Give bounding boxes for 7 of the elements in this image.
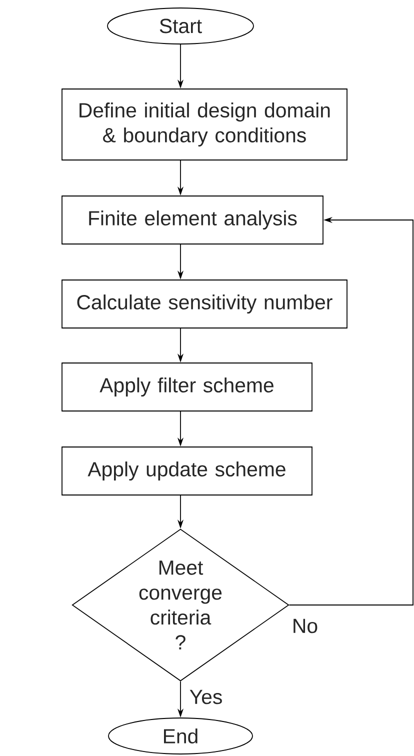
process-box: Apply update scheme <box>62 446 312 496</box>
process-box: Calculate sensitivity number <box>62 280 348 328</box>
edge-label: No <box>290 618 320 634</box>
process-box: Define initial design domain & boundary conditions <box>62 88 348 160</box>
process-box: Finite element analysis <box>62 196 324 244</box>
process-box: Apply filter scheme <box>62 362 312 412</box>
edge-label: Yes <box>188 688 224 706</box>
